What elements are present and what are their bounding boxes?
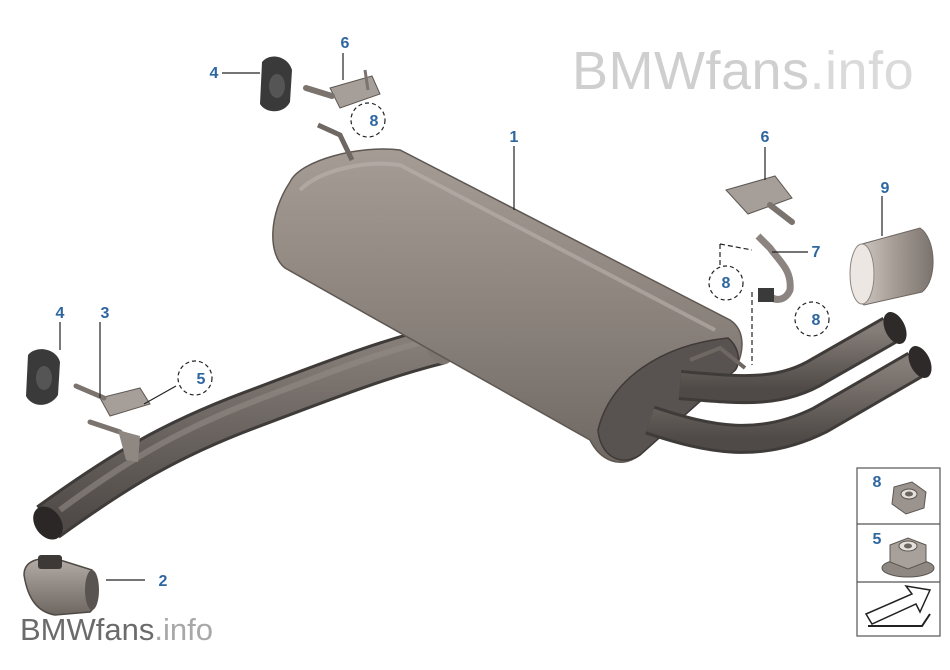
pipe-clamp — [23, 555, 99, 616]
callout-1: 1 — [510, 129, 519, 146]
callout-5: 5 — [197, 371, 206, 388]
muffler-hanger-rear — [689, 345, 747, 370]
direction-arrow-icon — [864, 584, 932, 627]
nut-large-icon — [881, 537, 935, 578]
front-pipe — [33, 325, 455, 540]
watermark-bottom-suffix: .info — [154, 612, 213, 647]
callout-2: 2 — [159, 573, 168, 590]
callout-6-right: 6 — [761, 129, 770, 146]
watermark-top-main: BMWfans — [572, 41, 810, 101]
callout-6-top: 6 — [341, 35, 350, 52]
callout-8-top: 8 — [370, 113, 379, 130]
callout-9: 9 — [881, 180, 890, 197]
hanger-bracket-left — [73, 383, 151, 462]
rear-hanger — [755, 233, 794, 303]
exhaust-tip — [849, 227, 934, 306]
nut-small-icon — [891, 481, 927, 515]
watermark-top-suffix: .info — [809, 41, 915, 101]
callout-3: 3 — [101, 305, 110, 322]
muffler-hanger-front — [316, 122, 355, 162]
hardware-legend: 8 5 — [856, 467, 941, 637]
callout-8-middle: 8 — [722, 275, 731, 292]
leader-lines — [59, 53, 883, 581]
watermark-bottom: BMWfans.info — [20, 612, 213, 648]
callout-7: 7 — [812, 244, 821, 261]
tail-pipes — [645, 312, 932, 454]
legend-label-nut-large: 5 — [873, 531, 882, 548]
hanger-bracket-top — [303, 69, 381, 109]
rubber-mount-top — [260, 56, 292, 112]
watermark-bottom-main: BMWfans — [20, 612, 155, 647]
callout-4-top: 4 — [210, 65, 219, 82]
watermark-top: BMWfans.info — [572, 40, 914, 102]
callout-4-left: 4 — [56, 305, 65, 322]
nut-indicators — [177, 102, 830, 396]
callout-8-right: 8 — [812, 312, 821, 329]
legend-label-nut-small: 8 — [873, 474, 882, 491]
rubber-mount-left — [26, 349, 60, 405]
hanger-bracket-right — [725, 175, 795, 225]
